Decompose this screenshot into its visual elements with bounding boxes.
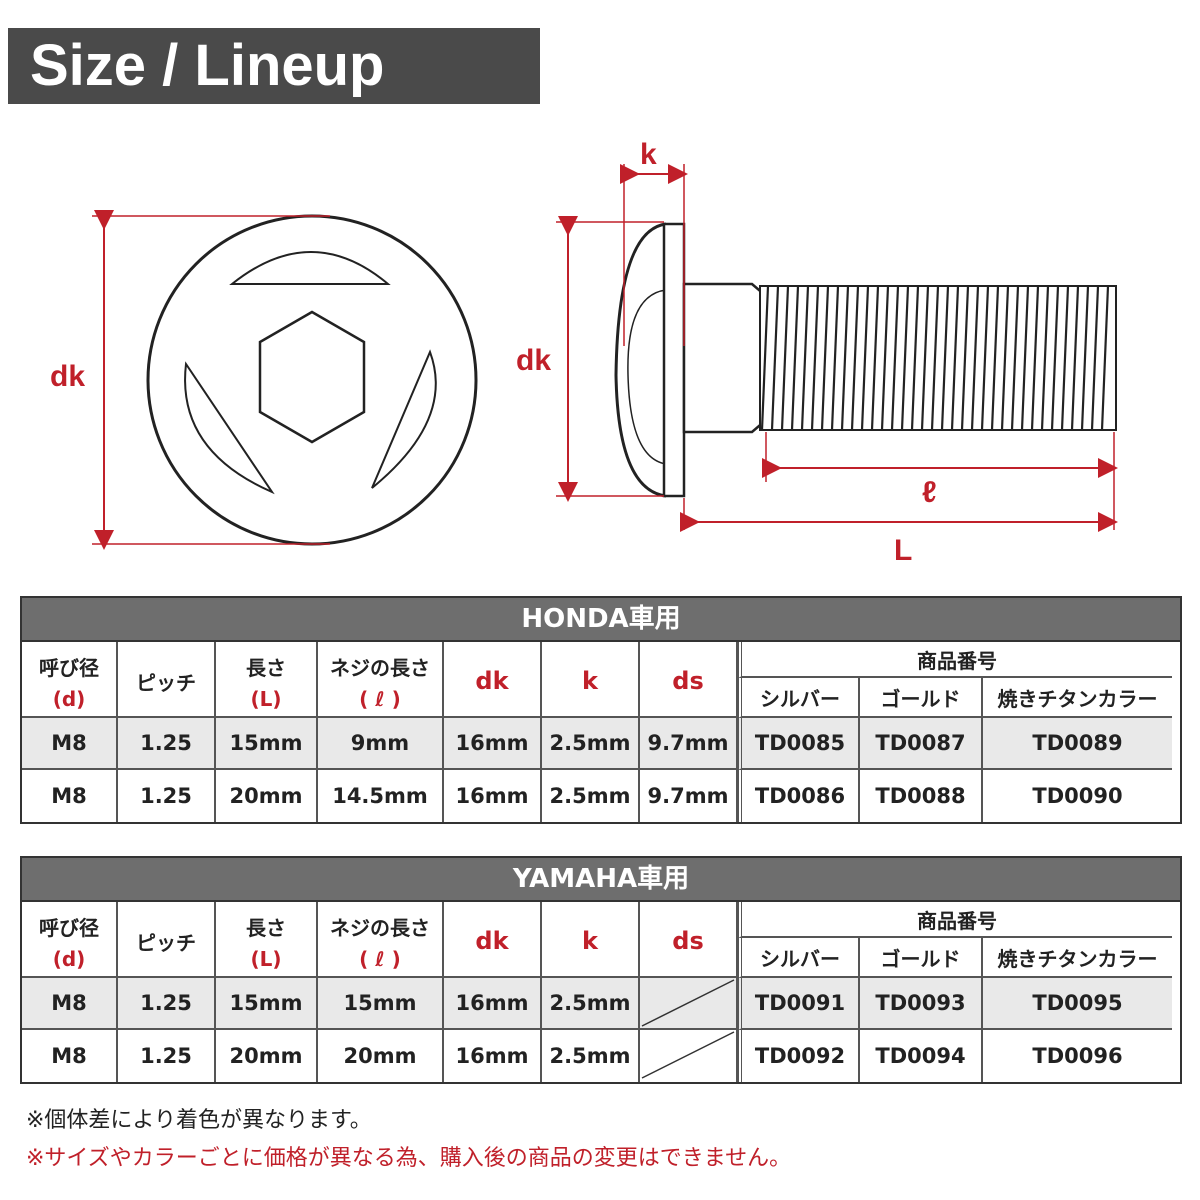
table-cell: TD0096 — [983, 1030, 1172, 1082]
col-k: k — [542, 642, 640, 718]
col-silver: シルバー — [738, 938, 860, 978]
table-cell: 1.25 — [118, 770, 216, 822]
table-cell: 2.5mm — [542, 718, 640, 770]
table-cell: 2.5mm — [542, 770, 640, 822]
table-cell: 15mm — [216, 718, 318, 770]
col-burnt-titanium: 焼きチタンカラー — [983, 938, 1172, 978]
table-cell: TD0086 — [738, 770, 860, 822]
col-thread-length: ネジの長さ( ℓ ) — [318, 642, 444, 718]
bolt-side-view — [556, 164, 1118, 532]
col-ds: ds — [640, 642, 738, 718]
table-cell: 16mm — [444, 978, 542, 1030]
not-applicable-cell — [640, 1030, 738, 1082]
table-cell: 9.7mm — [640, 718, 738, 770]
table-cell: TD0092 — [738, 1030, 860, 1082]
table-cell: TD0091 — [738, 978, 860, 1030]
yamaha-spec-table: YAMAHA車用 呼び径(d) ピッチ 長さ(L) ネジの長さ( ℓ ) dk … — [20, 856, 1182, 1084]
table-cell: TD0095 — [983, 978, 1172, 1030]
col-dk: dk — [444, 902, 542, 978]
table-cell: M8 — [22, 770, 118, 822]
k-label: k — [640, 138, 657, 171]
col-gold: ゴールド — [860, 938, 983, 978]
table-cell: TD0088 — [860, 770, 983, 822]
table-cell: 2.5mm — [542, 978, 640, 1030]
yamaha-table-title: YAMAHA車用 — [22, 858, 1180, 902]
table-cell: 1.25 — [118, 1030, 216, 1082]
col-burnt-titanium: 焼きチタンカラー — [983, 678, 1172, 718]
table-cell: 9mm — [318, 718, 444, 770]
note-no-exchange: ※サイズやカラーごとに価格が異なる為、購入後の商品の変更はできません。 — [26, 1146, 792, 1171]
col-ds: ds — [640, 902, 738, 978]
dk-label-front: dk — [50, 360, 85, 393]
col-dk: dk — [444, 642, 542, 718]
col-pitch: ピッチ — [118, 642, 216, 718]
honda-table-title: HONDA車用 — [22, 598, 1180, 642]
table-cell: 14.5mm — [318, 770, 444, 822]
table-cell: 2.5mm — [542, 1030, 640, 1082]
table-cell: 20mm — [318, 1030, 444, 1082]
bolt-head-front-view — [92, 210, 478, 550]
honda-spec-table: HONDA車用 呼び径(d) ピッチ 長さ(L) ネジの長さ( ℓ ) dk k… — [20, 596, 1182, 824]
table-cell: TD0087 — [860, 718, 983, 770]
table-cell: 16mm — [444, 1030, 542, 1082]
total-length-label: L — [894, 534, 912, 567]
col-k: k — [542, 902, 640, 978]
table-cell: 16mm — [444, 770, 542, 822]
col-product-number: 商品番号 — [738, 642, 1172, 678]
page-title: Size / Lineup — [30, 33, 385, 98]
table-cell: TD0094 — [860, 1030, 983, 1082]
not-applicable-cell — [640, 978, 738, 1030]
col-silver: シルバー — [738, 678, 860, 718]
dk-label-side: dk — [516, 344, 551, 377]
hex-socket-icon — [258, 310, 366, 444]
table-cell: 20mm — [216, 1030, 318, 1082]
table-cell: TD0085 — [738, 718, 860, 770]
table-cell: 9.7mm — [640, 770, 738, 822]
table-cell: 15mm — [216, 978, 318, 1030]
table-cell: 1.25 — [118, 718, 216, 770]
table-cell: 1.25 — [118, 978, 216, 1030]
col-nominal: 呼び径(d) — [22, 902, 118, 978]
col-length: 長さ(L) — [216, 902, 318, 978]
table-cell: 20mm — [216, 770, 318, 822]
table-cell: M8 — [22, 1030, 118, 1082]
title-bar: Size / Lineup — [8, 28, 540, 104]
table-cell: TD0089 — [983, 718, 1172, 770]
col-pitch: ピッチ — [118, 902, 216, 978]
col-product-number: 商品番号 — [738, 902, 1172, 938]
col-nominal: 呼び径(d) — [22, 642, 118, 718]
table-cell: M8 — [22, 718, 118, 770]
table-cell: 15mm — [318, 978, 444, 1030]
col-thread-length: ネジの長さ( ℓ ) — [318, 902, 444, 978]
table-cell: M8 — [22, 978, 118, 1030]
table-cell: TD0093 — [860, 978, 983, 1030]
bolt-dimension-diagram: dk — [50, 138, 1118, 567]
thread-length-label: ℓ — [922, 476, 937, 509]
table-cell: TD0090 — [983, 770, 1172, 822]
table-cell: 16mm — [444, 718, 542, 770]
col-length: 長さ(L) — [216, 642, 318, 718]
col-gold: ゴールド — [860, 678, 983, 718]
note-color-variation: ※個体差により着色が異なります。 — [26, 1108, 372, 1133]
